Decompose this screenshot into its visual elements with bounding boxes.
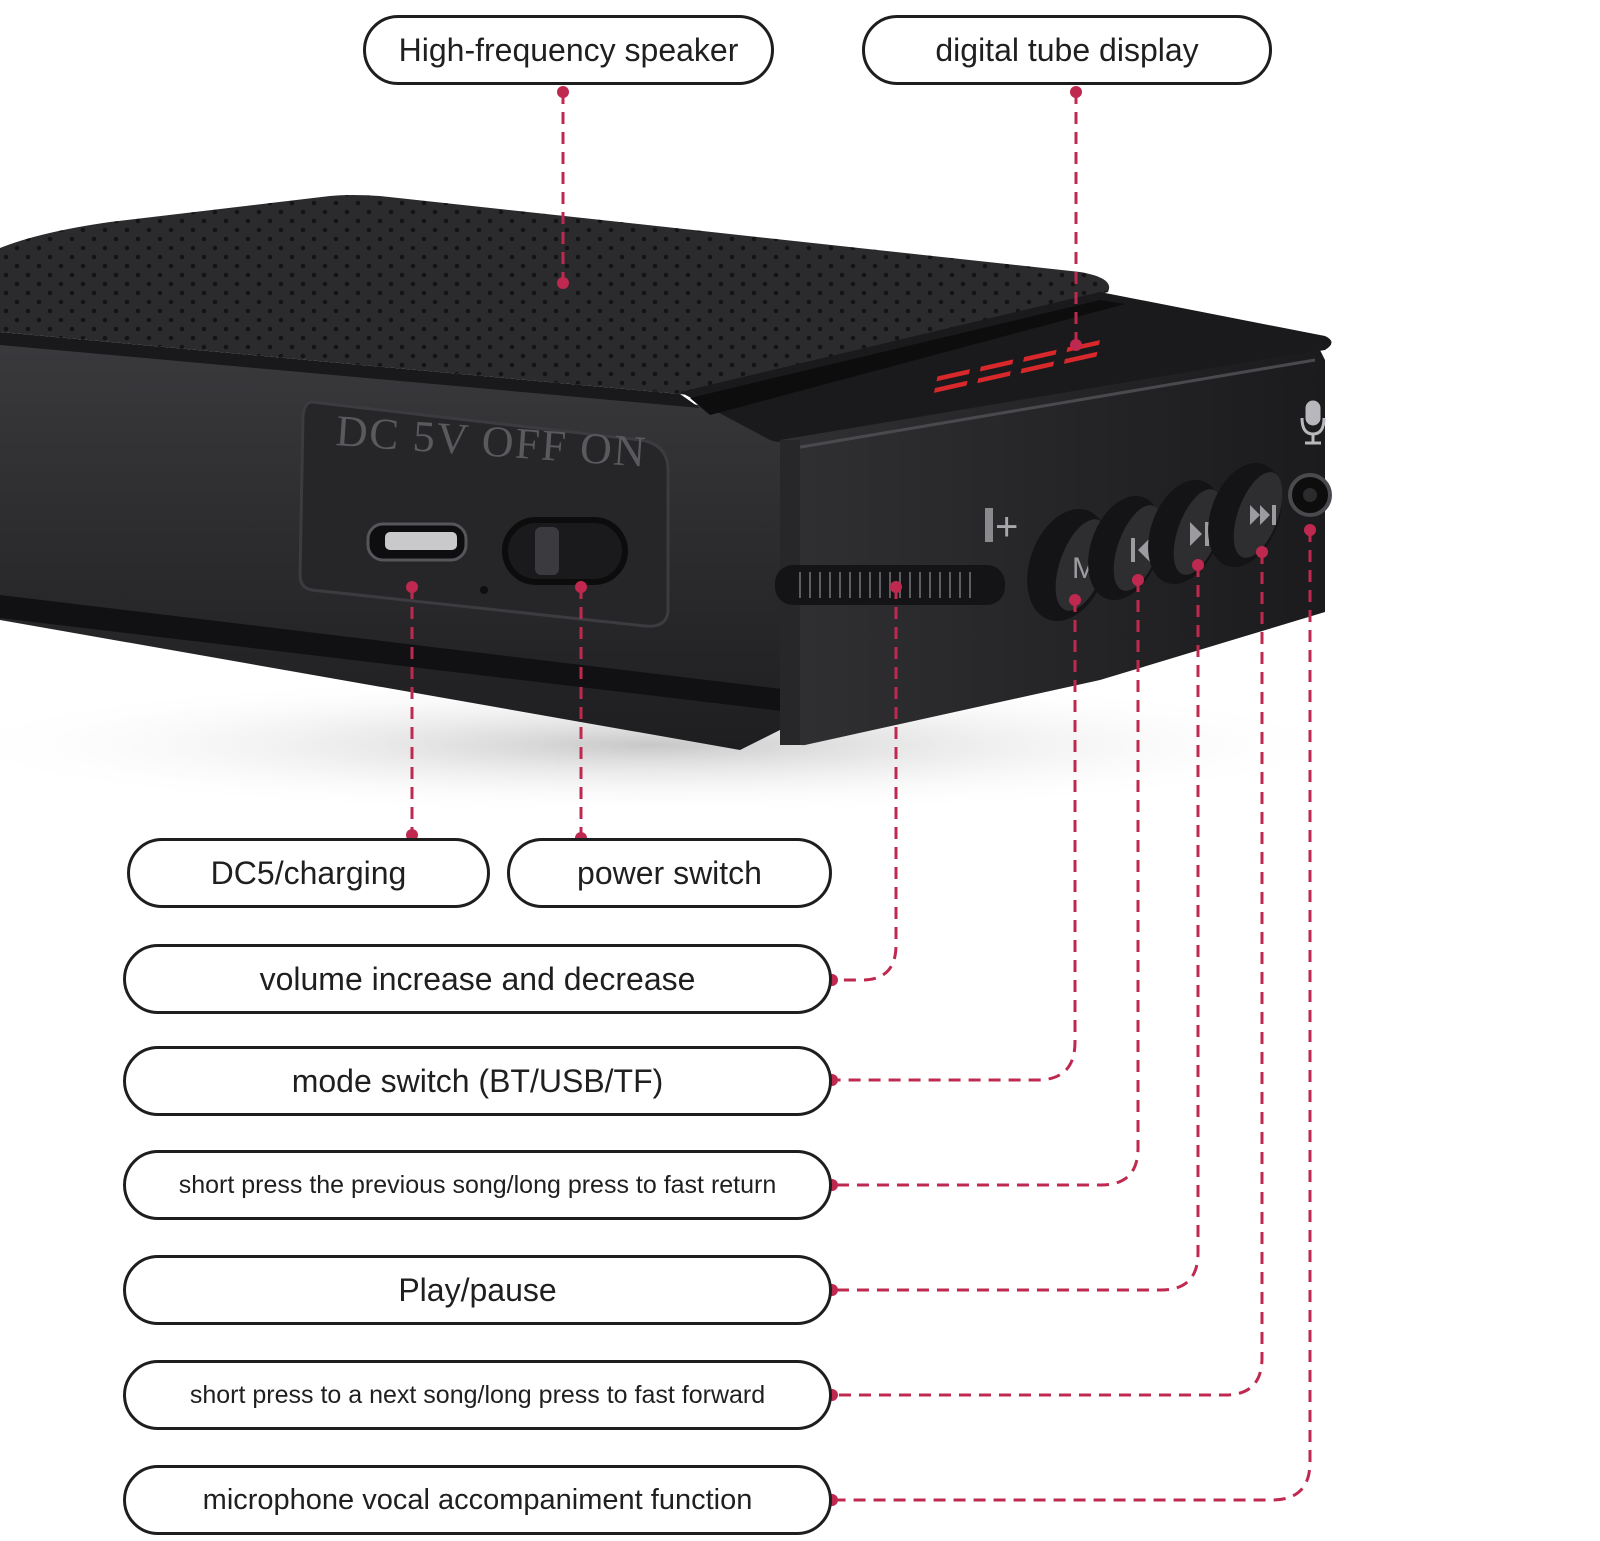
volume-plus-mark: + (995, 505, 1018, 549)
label-microphone: microphone vocal accompaniment function (123, 1465, 832, 1535)
floor-shadow (0, 675, 1370, 815)
leader-mic (832, 530, 1312, 1502)
label-mode-switch: mode switch (BT/USB/TF) (123, 1046, 832, 1116)
leader-previous (832, 580, 1140, 1187)
label-high-frequency-speaker: High-frequency speaker (363, 15, 774, 85)
power-switch-knob (502, 517, 628, 585)
leader-play (832, 565, 1200, 1292)
display-block-top (680, 292, 1332, 442)
label-power-switch: power switch (507, 838, 832, 908)
label-dc5-charging: DC5/charging (127, 838, 490, 908)
next-track-button (1208, 462, 1283, 568)
leader-next (832, 552, 1264, 1397)
previous-track-icon (1131, 538, 1150, 562)
label-play-pause: Play/pause (123, 1255, 832, 1325)
microphone-icon (1300, 400, 1326, 445)
device-bottom-rim (0, 595, 790, 712)
leader-lines (410, 92, 1312, 1502)
label-volume: volume increase and decrease (123, 944, 832, 1014)
play-pause-button (1148, 479, 1223, 585)
next-track-icon (1250, 505, 1276, 525)
label-digital-tube-display: digital tube display (862, 15, 1272, 85)
leader-mode (832, 600, 1077, 1082)
label-next-song: short press to a next song/long press to… (123, 1360, 832, 1430)
leader-volume (832, 587, 898, 982)
label-previous-song: short press the previous song/long press… (123, 1150, 832, 1220)
display-glass (690, 300, 1125, 415)
previous-track-button (1088, 495, 1163, 601)
